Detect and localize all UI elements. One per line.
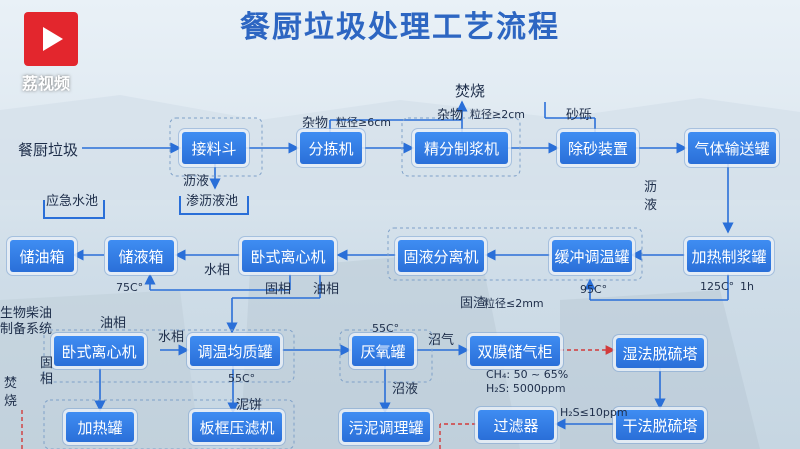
brand-logo-icon: [24, 12, 78, 66]
label-solid-residue: 固渣: [460, 296, 487, 311]
label-size-2cm: 粒径≥2cm: [470, 108, 525, 121]
label-temp-55-top: 55C°: [372, 322, 400, 335]
node-wet-desulfurization-tower: 湿法脱硫塔: [616, 338, 704, 368]
label-temp-75: 75C°: [116, 281, 144, 294]
label-biodiesel-2: 制备系统: [0, 322, 53, 337]
node-dry-desulfurization-tower: 干法脱硫塔: [616, 410, 704, 440]
node-receiving-hopper: 接料斗: [182, 132, 246, 164]
label-grit: 砂砾: [566, 108, 593, 123]
label-debris-1: 杂物: [302, 116, 329, 131]
node-gas-conveying-tank: 气体输送罐: [688, 132, 776, 164]
label-food-waste: 餐厨垃圾: [18, 141, 79, 159]
node-double-membrane-gas-holder: 双膜储气柜: [470, 336, 560, 366]
label-h2s-content: H₂S: 5000ppm: [486, 382, 566, 395]
node-horizontal-centrifuge-2: 卧式离心机: [54, 336, 144, 366]
label-temp-95: 95C°: [580, 283, 608, 296]
label-oil-phase-2: 油相: [100, 316, 127, 331]
node-filter: 过滤器: [478, 410, 554, 440]
label-biodiesel-1: 生物柴油: [0, 306, 53, 321]
label-emergency-pool: 应急水池: [46, 194, 99, 209]
label-incineration-top: 焚烧: [455, 82, 486, 100]
label-biogas: 沼气: [428, 333, 455, 348]
node-plate-frame-filter-press: 板框压滤机: [192, 412, 282, 442]
label-temp-125: 125C°: [700, 280, 735, 293]
page-title: 餐厨垃圾处理工艺流程: [240, 10, 560, 45]
label-ch4-content: CH₄: 50 ~ 65%: [486, 368, 569, 381]
label-temp-55-bottom: 55C°: [228, 372, 256, 385]
node-solid-liquid-separator: 固液分离机: [398, 240, 484, 272]
label-sludge-cake: 泥饼: [236, 398, 263, 413]
node-fine-pulper: 精分制浆机: [415, 132, 508, 164]
label-h2s-limit: H₂S≤10ppm: [560, 406, 628, 419]
node-liquid-storage-tank: 储液箱: [108, 240, 174, 272]
label-digestate: 沼液: [392, 382, 419, 397]
node-buffer-temperature-tank: 缓冲调温罐: [552, 240, 632, 272]
node-sludge-conditioning-tank: 污泥调理罐: [342, 412, 430, 442]
label-solid-char: 固: [40, 356, 54, 371]
node-desanding-device: 除砂装置: [560, 132, 636, 164]
brand-logo-text: 荔视频: [22, 74, 71, 93]
label-phase-char: 相: [40, 372, 54, 387]
label-water-phase-1: 水相: [204, 263, 231, 278]
label-leachate-pool: 渗沥液池: [186, 194, 239, 209]
label-size-6cm: 粒径≥6cm: [336, 116, 391, 129]
label-water-phase-2: 水相: [158, 330, 185, 345]
node-sorting-machine: 分拣机: [300, 132, 362, 164]
node-homogenizing-tank: 调温均质罐: [190, 336, 280, 366]
label-incinerate-char-2: 烧: [4, 394, 18, 409]
label-leachate-char-1: 沥: [644, 180, 658, 195]
label-time-1h: 1h: [740, 280, 754, 293]
node-horizontal-centrifuge-1: 卧式离心机: [242, 240, 334, 272]
label-solid-phase-1: 固相: [265, 282, 292, 297]
label-leachate-char-2: 液: [644, 198, 658, 213]
label-size-2mm: 粒径≤2mm: [484, 297, 544, 310]
node-oil-storage-tank: 储油箱: [10, 240, 74, 272]
label-debris-2: 杂物: [437, 108, 464, 123]
label-incinerate-char-1: 焚: [4, 376, 18, 391]
node-heating-pulping-tank: 加热制浆罐: [687, 240, 771, 272]
node-heating-tank: 加热罐: [66, 412, 134, 442]
label-leachate: 沥液: [183, 174, 210, 189]
node-anaerobic-tank: 厌氧罐: [352, 336, 414, 366]
label-oil-phase-1: 油相: [313, 282, 340, 297]
